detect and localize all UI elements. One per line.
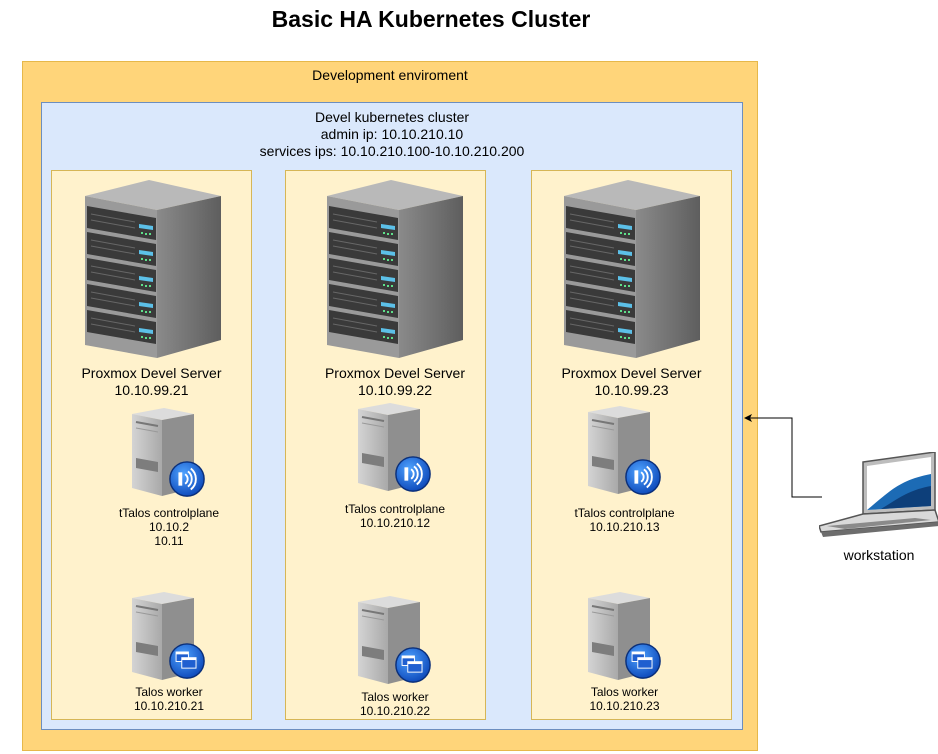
- worker-ip: 10.10.210.22: [359, 704, 431, 718]
- controlplane-label-3: tTalos controlplane 10.10.210.13: [531, 506, 718, 534]
- cluster-admin-ip: admin ip: 10.10.210.10: [320, 126, 464, 142]
- diagram-title: Basic HA Kubernetes Cluster: [271, 6, 591, 32]
- laptop-icon: [819, 452, 938, 542]
- controlplane-name: tTalos controlplane: [118, 506, 220, 520]
- worker-ip: 10.10.210.23: [589, 699, 660, 713]
- wireless-server-icon: [584, 406, 662, 496]
- worker-name: Talos worker: [135, 685, 203, 699]
- controlplane-ip: 10.10.210.12: [359, 516, 431, 530]
- virtual-server-icon: [584, 592, 661, 682]
- cluster-services-ips: services ips: 10.10.210.100-10.10.210.20…: [259, 143, 525, 159]
- cluster-name: Devel kubernetes cluster: [314, 109, 470, 125]
- host-name: Proxmox Devel Server: [561, 365, 702, 381]
- rack-server-icon: [325, 180, 465, 358]
- host-label-2: Proxmox Devel Server 10.10.99.22: [285, 365, 505, 399]
- workstation-label: workstation: [843, 547, 915, 563]
- worker-name: Talos worker: [361, 690, 429, 704]
- environment-label: Development enviroment: [312, 67, 468, 83]
- worker-ip: 10.10.210.21: [133, 699, 205, 713]
- arrow-head-icon: [744, 414, 752, 422]
- workstation-connector: [744, 414, 822, 498]
- worker-label-2: Talos worker 10.10.210.22: [285, 690, 505, 718]
- rack-server-icon: [83, 180, 223, 358]
- host-label-1: Proxmox Devel Server 10.10.99.21: [51, 365, 252, 399]
- rack-server-icon: [562, 180, 702, 358]
- controlplane-name: tTalos controlplane: [344, 502, 446, 516]
- worker-name: Talos worker: [590, 685, 659, 699]
- controlplane-ip: 10.11: [154, 534, 184, 548]
- cluster-label: Devel kubernetes cluster admin ip: 10.10…: [41, 109, 743, 160]
- controlplane-label-1: tTalos controlplane 10.10.2 10.11: [51, 506, 287, 548]
- worker-label-3: Talos worker 10.10.210.23: [531, 685, 718, 713]
- host-ip: 10.10.99.23: [594, 382, 669, 398]
- host-label-3: Proxmox Devel Server 10.10.99.23: [531, 365, 732, 399]
- host-ip: 10.10.99.21: [114, 382, 189, 398]
- wireless-server-icon: [354, 403, 432, 493]
- host-ip: 10.10.99.22: [358, 382, 432, 398]
- virtual-server-icon: [128, 592, 205, 682]
- controlplane-ip: 10.10.210.13: [589, 520, 660, 534]
- host-name: Proxmox Devel Server: [324, 365, 466, 381]
- virtual-server-icon: [354, 596, 431, 686]
- controlplane-ip: 10.10.2: [148, 520, 190, 534]
- worker-label-1: Talos worker 10.10.210.21: [51, 685, 287, 713]
- controlplane-name: tTalos controlplane: [574, 506, 675, 520]
- wireless-server-icon: [128, 408, 206, 498]
- controlplane-label-2: tTalos controlplane 10.10.210.12: [285, 502, 505, 530]
- host-name: Proxmox Devel Server: [81, 365, 222, 381]
